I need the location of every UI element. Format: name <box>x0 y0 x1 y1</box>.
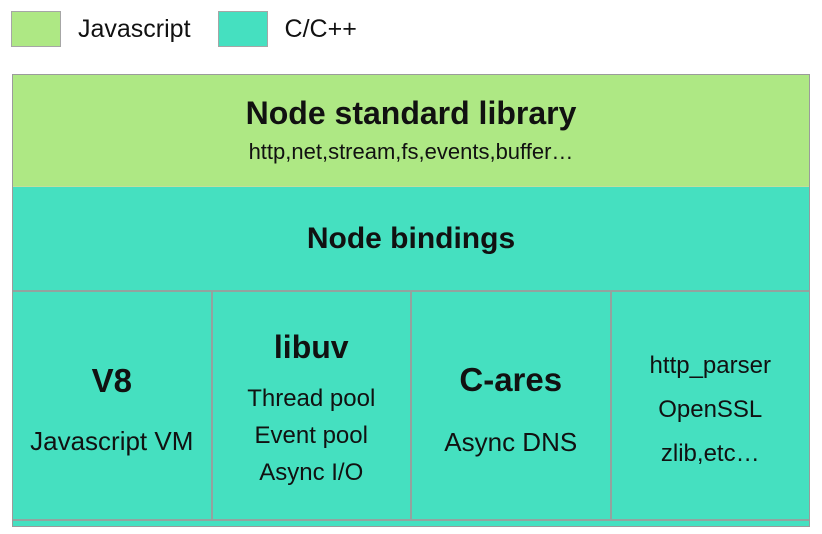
libuv-item-event-pool: Event pool <box>254 421 368 449</box>
javascript-color-swatch <box>11 11 61 47</box>
column-v8: V8 Javascript VM <box>13 292 211 519</box>
column-other-libs: http_parser OpenSSL zlib,etc… <box>609 292 810 519</box>
cares-description: Async DNS <box>444 427 578 457</box>
cpp-color-swatch <box>217 11 268 47</box>
node-standard-library-modules: http,net,stream,fs,events,buffer… <box>248 138 574 164</box>
node-bindings-title: Node bindings <box>306 221 516 255</box>
libuv-title: libuv <box>273 328 349 365</box>
libs-item-openssl: OpenSSL <box>658 395 763 423</box>
low-level-components-row: V8 Javascript VM libuv Thread pool Event… <box>13 290 809 521</box>
libuv-item-thread-pool: Thread pool <box>247 384 376 412</box>
nodejs-architecture-diagram: Node standard library http,net,stream,fs… <box>12 74 810 527</box>
column-libuv: libuv Thread pool Event pool Async I/O <box>210 292 411 519</box>
node-standard-library-block: Node standard library http,net,stream,fs… <box>13 75 809 187</box>
libs-item-http-parser: http_parser <box>649 351 771 379</box>
legend-item-cpp: C/C++ <box>217 11 357 47</box>
v8-title: V8 <box>91 362 132 399</box>
node-standard-library-title: Node standard library <box>245 95 577 132</box>
legend-item-javascript: Javascript <box>11 11 191 47</box>
node-bindings-block: Node bindings <box>13 187 809 290</box>
cares-title: C-ares <box>459 361 563 398</box>
libuv-item-async-io: Async I/O <box>259 458 364 486</box>
column-cares: C-ares Async DNS <box>410 292 610 519</box>
legend-label-cpp: C/C++ <box>284 14 357 43</box>
legend-label-javascript: Javascript <box>78 14 191 43</box>
legend: Javascript C/C++ <box>11 11 357 47</box>
libs-item-zlib: zlib,etc… <box>660 439 760 467</box>
v8-description: Javascript VM <box>30 426 194 456</box>
